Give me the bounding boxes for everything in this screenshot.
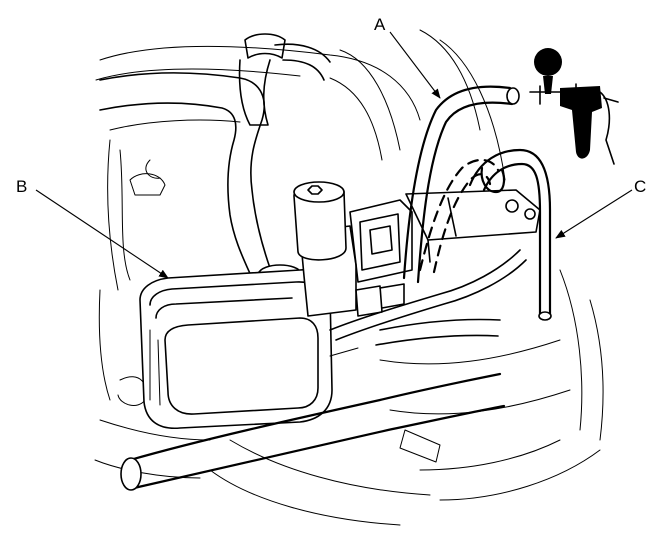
- leader-b: [35, 189, 169, 279]
- callout-b-label: B: [16, 177, 27, 196]
- evap-canister: [139, 268, 333, 429]
- purge-solenoid: [293, 181, 413, 317]
- leader-a: [389, 31, 441, 99]
- hose-c: [468, 148, 552, 321]
- wiring-harness: [329, 249, 527, 357]
- vacuum-pump-tool: [529, 48, 619, 165]
- leader-c: [555, 189, 633, 239]
- callout-leaders: [35, 31, 633, 279]
- callout-a-label: A: [374, 15, 386, 34]
- upper-hose: [99, 33, 331, 279]
- lower-hose: [120, 318, 506, 491]
- callout-c-label: C: [634, 177, 646, 196]
- hose-a: [402, 85, 520, 284]
- hose-bracket: [405, 189, 541, 263]
